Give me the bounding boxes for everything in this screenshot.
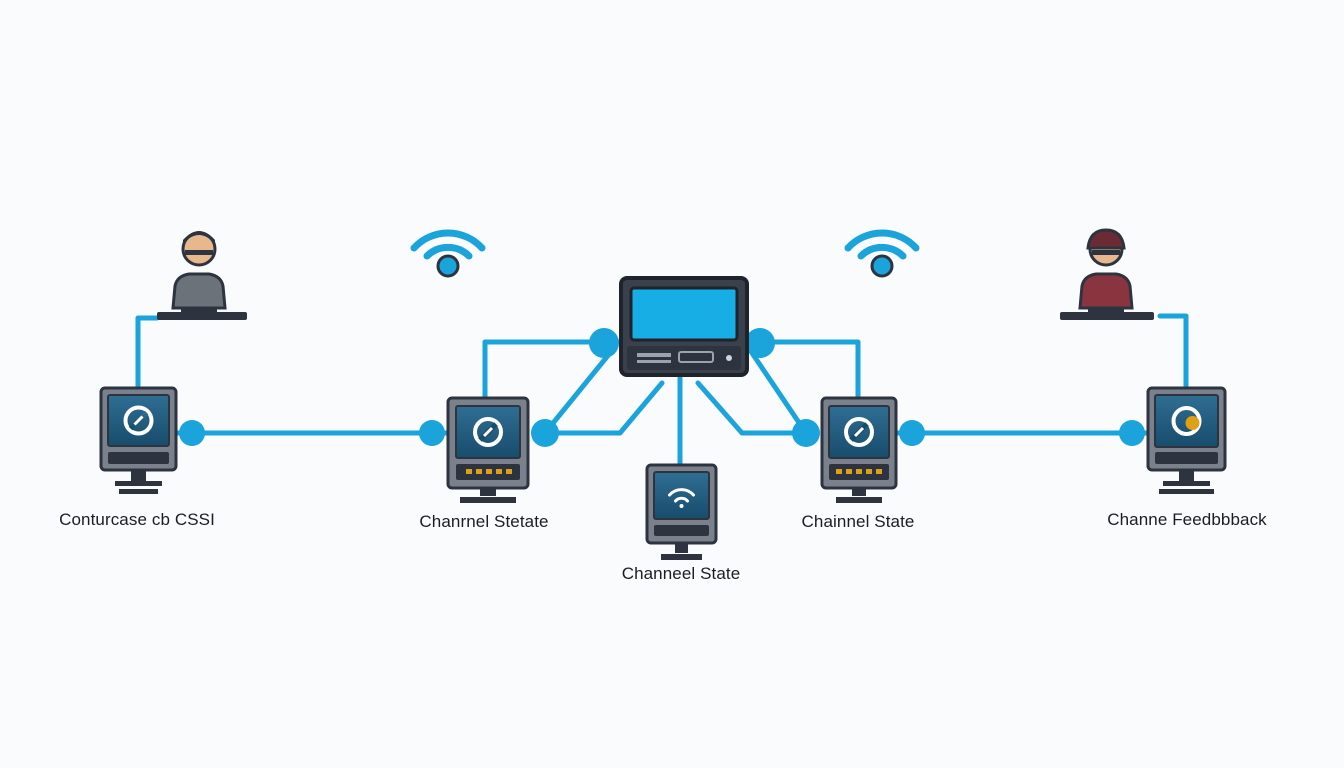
link-node xyxy=(589,328,619,358)
computer-icon xyxy=(1146,386,1227,494)
node-label-2: Chanrnel Stetate xyxy=(419,512,549,531)
person-icon xyxy=(157,231,247,320)
sync-icon xyxy=(1171,406,1202,436)
router-icon xyxy=(619,276,749,377)
link-right-bracket xyxy=(745,339,861,401)
node-label-5: Channe Feedbbback xyxy=(1107,510,1267,529)
link-person-right xyxy=(1157,313,1189,391)
sync-icon xyxy=(123,405,154,436)
sync-icon xyxy=(473,417,503,447)
link-nodes xyxy=(179,328,1145,447)
link-person-left xyxy=(135,315,160,391)
link-inner-left-1 xyxy=(542,350,613,436)
node-label-3: Channeel State xyxy=(621,564,741,583)
link-node xyxy=(899,420,925,446)
computer-icon xyxy=(446,396,530,503)
link-node xyxy=(179,420,205,446)
node-label-1: Conturcase cb CSSI xyxy=(59,510,215,529)
wifi-icon xyxy=(668,488,695,508)
link-node xyxy=(745,328,775,358)
link-node xyxy=(792,419,820,447)
computer-icon xyxy=(820,396,898,503)
computer-icon xyxy=(99,386,178,494)
person-icon xyxy=(1060,228,1154,320)
wifi-icon xyxy=(844,229,920,278)
link-node xyxy=(1119,420,1145,446)
wifi-icon xyxy=(410,229,486,278)
link-left-bracket xyxy=(482,339,625,401)
link-node xyxy=(531,419,559,447)
link-node xyxy=(419,420,445,446)
sync-icon xyxy=(844,417,874,447)
link-inner-right-1 xyxy=(749,350,809,436)
link-inner-left-2 xyxy=(542,380,665,436)
connection-lines xyxy=(135,313,1189,469)
computer-icon xyxy=(645,463,718,560)
link-inner-right-2 xyxy=(695,380,809,436)
node-label-4: Chainnel State xyxy=(801,512,915,531)
